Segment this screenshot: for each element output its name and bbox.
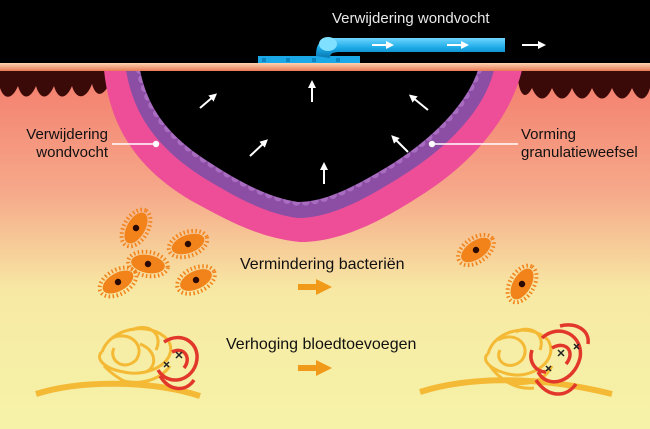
label-left-line1: Verwijdering xyxy=(26,126,108,143)
pointer-right-dot xyxy=(428,140,436,148)
bacterium xyxy=(126,249,170,279)
label-right-granulation: Vorming granulatieweefsel xyxy=(521,126,649,162)
bacteria-group xyxy=(97,207,539,305)
label-left-line2: wondvocht xyxy=(36,144,108,161)
label-right-line1: Vorming xyxy=(521,126,577,143)
vessel-arrow xyxy=(298,360,332,376)
bacterium xyxy=(166,228,210,260)
epidermis-left xyxy=(0,70,112,97)
suction-tube xyxy=(316,38,505,58)
suction-pad xyxy=(258,56,360,63)
blood-vessels-right xyxy=(419,323,613,397)
fluid-arrows xyxy=(199,80,429,184)
label-bacteria-reduction: Vermindering bacteriën xyxy=(240,256,405,273)
dressing-film xyxy=(0,63,650,71)
bacterium xyxy=(456,232,496,268)
label-right-line2: granulatieweefsel xyxy=(521,144,638,161)
wound-cavity xyxy=(140,70,478,202)
bacteria-arrow xyxy=(298,279,332,295)
label-left-fluid-removal: Verwijdering wondvocht xyxy=(4,126,108,162)
blood-vessels-left xyxy=(35,326,201,399)
bacterium xyxy=(505,263,539,305)
label-blood-supply: Verhoging bloedtoevoegen xyxy=(226,336,417,353)
tube-connector xyxy=(319,37,337,51)
label-top-fluid-removal: Verwijdering wondvocht xyxy=(332,10,490,27)
epidermis-right xyxy=(518,70,650,99)
bacterium xyxy=(175,264,217,296)
bacterium xyxy=(119,207,153,249)
pointer-left-dot xyxy=(152,140,160,148)
